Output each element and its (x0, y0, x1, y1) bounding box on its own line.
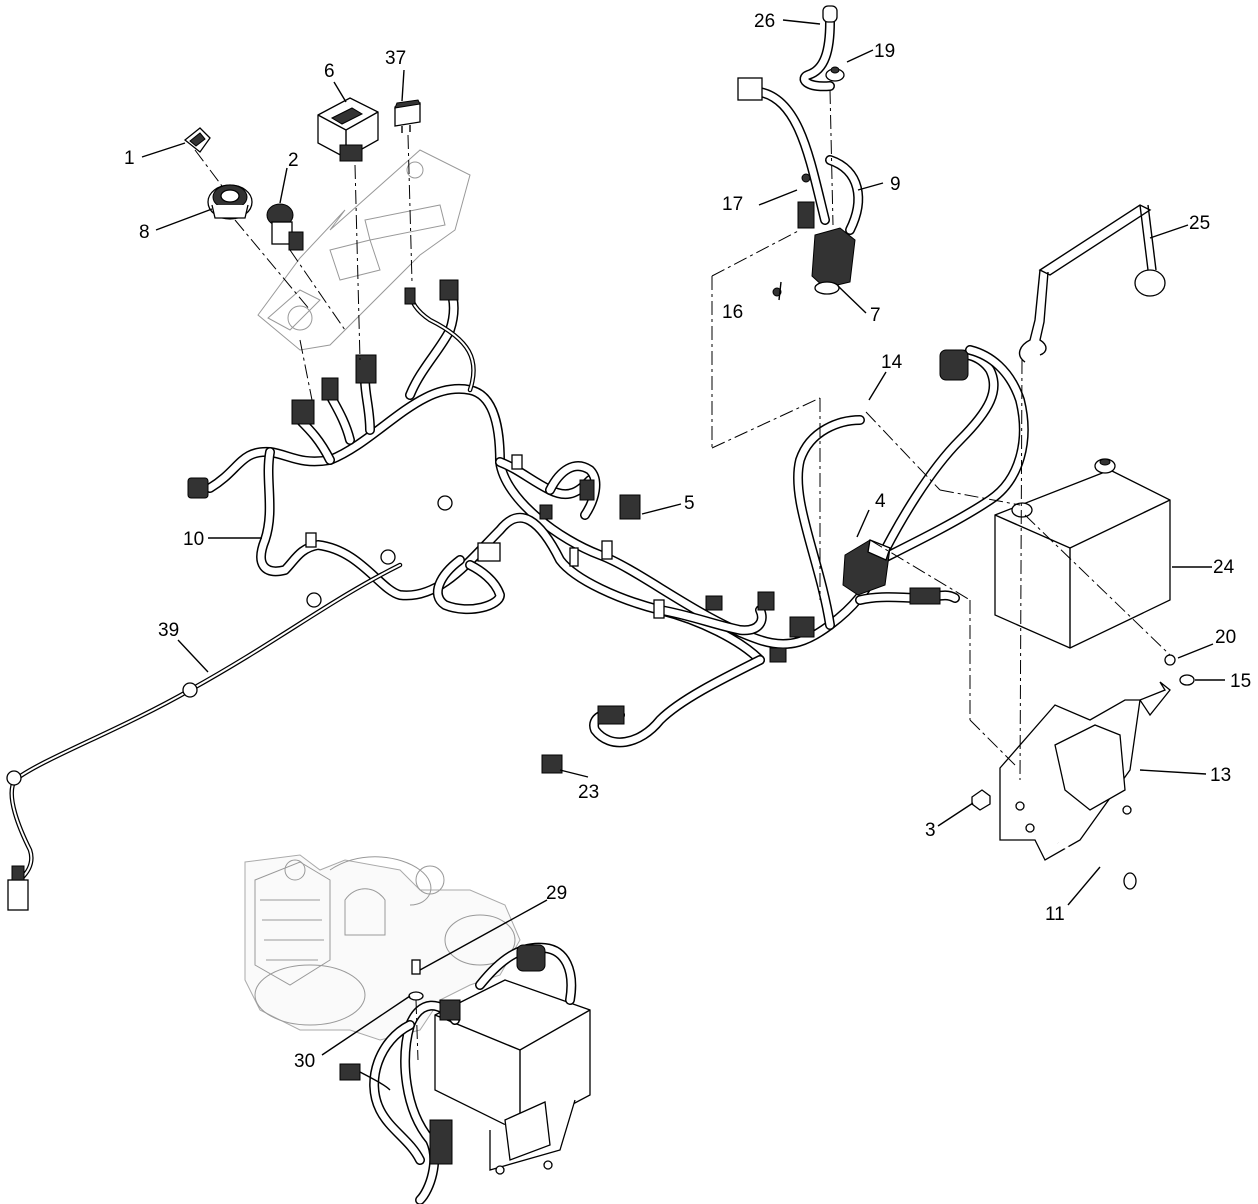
callout-1: 1 (124, 148, 135, 169)
ignition-key (183, 127, 211, 153)
callout-19: 19 (874, 41, 895, 62)
callout-9: 9 (890, 174, 901, 195)
solenoid-assembly (737, 5, 864, 297)
assembly-lines (194, 89, 1171, 781)
hour-meter (317, 97, 379, 162)
callout-20: 20 (1215, 627, 1236, 648)
callout-14: 14 (881, 352, 903, 373)
callout-25: 25 (1189, 213, 1210, 234)
starter-relay (842, 539, 891, 596)
callout-8: 8 (139, 222, 150, 243)
sensor-wire-39 (6, 495, 453, 911)
callout-29: 29 (546, 883, 567, 904)
hold-down-rod (1018, 204, 1166, 363)
ignition-switch (207, 184, 253, 220)
callout-16: 16 (722, 302, 743, 323)
callout-5: 5 (684, 493, 695, 514)
rocker-switch (394, 99, 421, 133)
callout-10: 10 (183, 529, 204, 550)
leader-lines (141, 19, 1225, 1056)
callout-11: 11 (1045, 904, 1065, 925)
main-wire-harness (205, 285, 1029, 748)
harness-connectors (187, 279, 969, 774)
callout-30: 30 (294, 1051, 315, 1072)
battery-bracket (999, 681, 1171, 861)
callout-15: 15 (1230, 671, 1251, 692)
callout-24: 24 (1213, 557, 1235, 578)
callout-4: 4 (875, 491, 886, 512)
callout-labels: 1 2 3 4 5 6 7 8 9 10 11 13 14 15 16 17 1… (124, 11, 1251, 1072)
callout-3: 3 (925, 820, 936, 841)
callout-2: 2 (288, 150, 299, 171)
pto-switch (266, 203, 304, 251)
callout-26: 26 (754, 11, 775, 32)
callout-23: 23 (578, 782, 599, 803)
battery (994, 458, 1171, 649)
bracket-hardware (971, 654, 1195, 890)
callout-13: 13 (1210, 765, 1231, 786)
inset-assembly-view (244, 854, 591, 1204)
callout-6: 6 (324, 61, 335, 82)
callout-37: 37 (385, 48, 406, 69)
callout-17: 17 (722, 194, 743, 215)
callout-39: 39 (158, 620, 179, 641)
callout-7: 7 (870, 305, 881, 326)
